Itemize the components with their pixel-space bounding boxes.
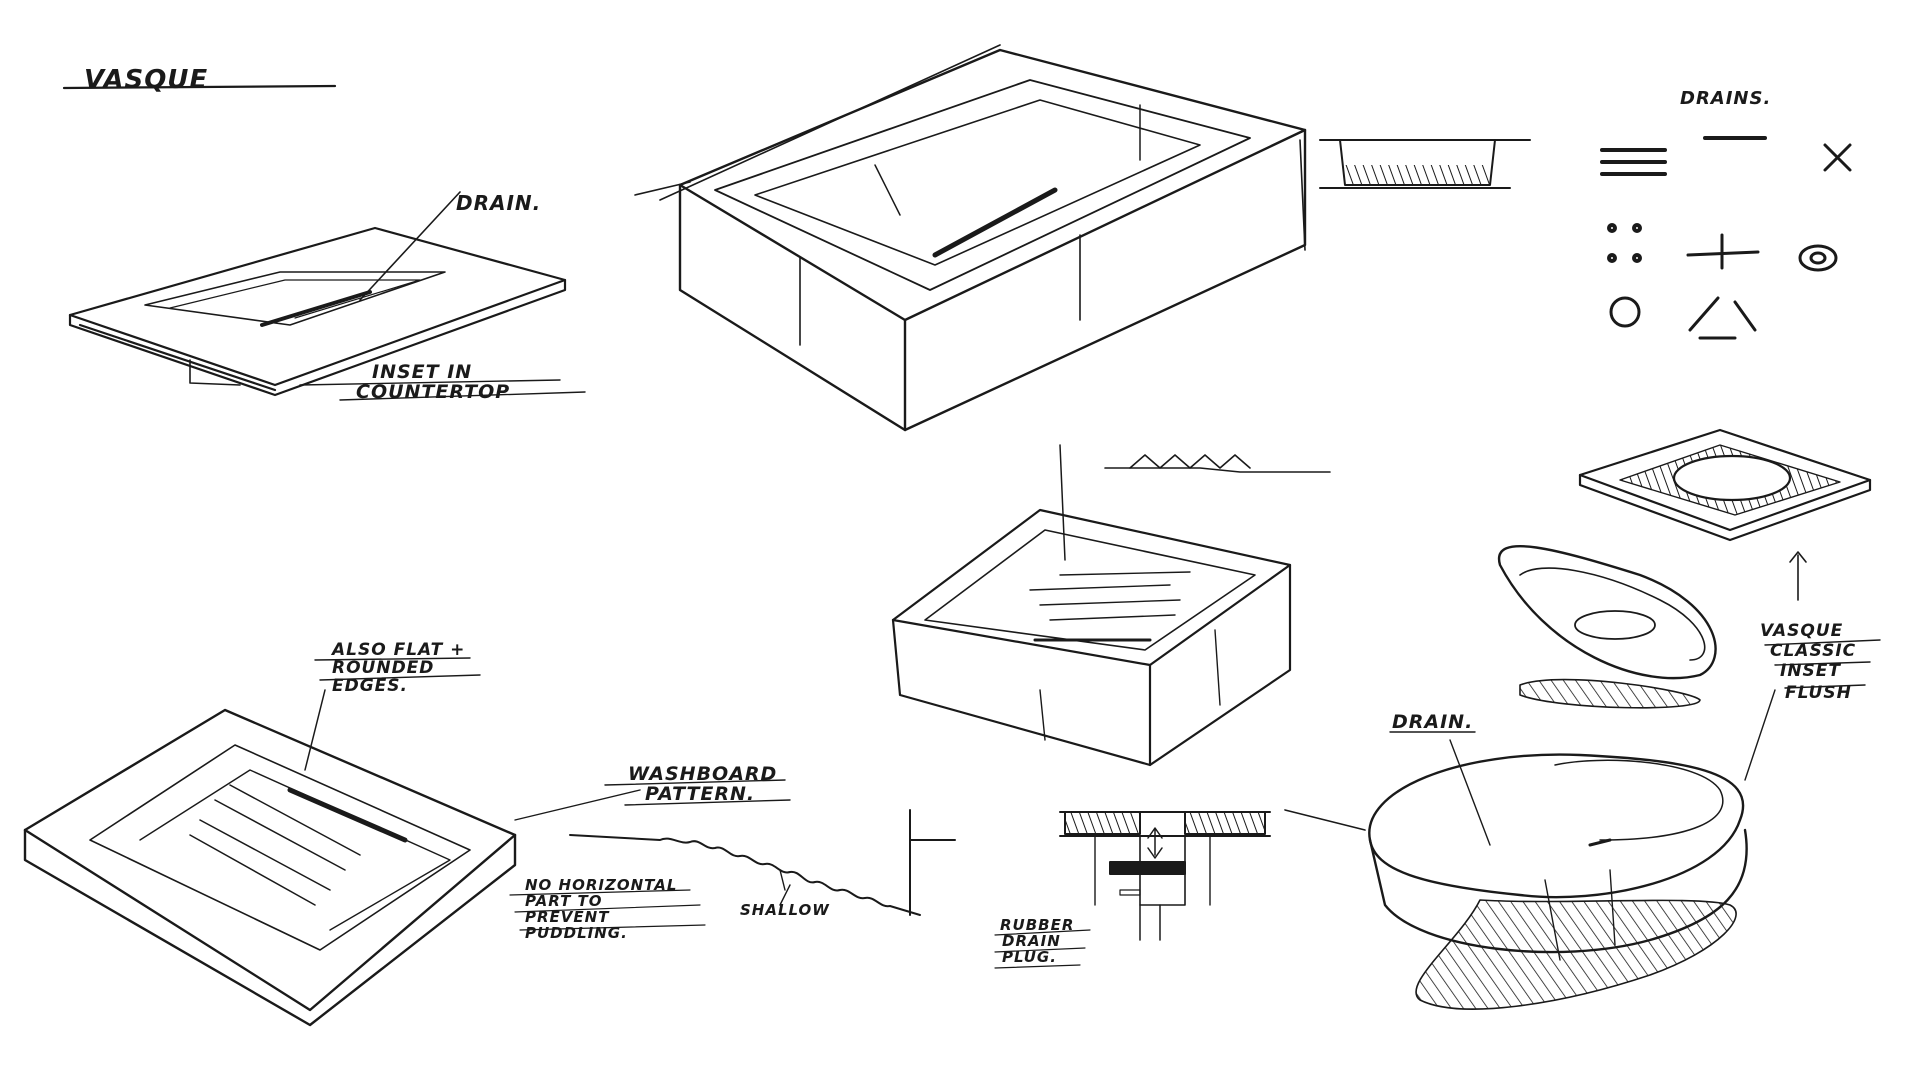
rubber-label-2: DRAIN bbox=[1002, 932, 1061, 950]
no-horizontal-label-4: PUDDLING. bbox=[525, 924, 628, 942]
shallow-label: SHALLOW bbox=[740, 901, 830, 919]
also-flat-label-1: ALSO FLAT + bbox=[330, 640, 465, 660]
drain-plug-section: RUBBER DRAIN PLUG. bbox=[994, 811, 1271, 969]
square-washboard-vasque-sketch bbox=[891, 444, 1331, 767]
drain-label-top: DRAIN. bbox=[456, 191, 541, 215]
oval-vasque-large-sketch: DRAIN. bbox=[1284, 711, 1748, 1010]
title-underline bbox=[62, 84, 337, 90]
large-rect-vasque-sketch bbox=[634, 44, 1307, 432]
classic-label-1: VASQUE bbox=[1760, 621, 1843, 641]
title-block: VASQUE bbox=[62, 65, 337, 95]
classic-label-2: CLASSIC bbox=[1770, 641, 1856, 661]
drains-heading: DRAINS. bbox=[1680, 88, 1771, 109]
washboard-profile-sketch: NO HORIZONTAL PART TO PREVENT PUDDLING. … bbox=[509, 809, 956, 942]
no-horizontal-label-3: PREVENT bbox=[525, 908, 610, 926]
profile-section bbox=[1319, 139, 1531, 189]
rubber-label-1: RUBBER bbox=[1000, 916, 1074, 934]
no-horizontal-label-2: PART TO bbox=[525, 892, 603, 910]
washboard-label-1: WASHBOARD bbox=[628, 763, 777, 785]
no-horizontal-label-1: NO HORIZONTAL bbox=[525, 876, 677, 894]
drain-label-oval: DRAIN. bbox=[1392, 711, 1473, 733]
oval-bowl-small-sketch: VASQUE CLASSIC INSET FLUSH bbox=[1497, 545, 1881, 781]
rubber-label-3: PLUG. bbox=[1002, 948, 1057, 966]
drain-options: DRAINS. bbox=[1600, 88, 1852, 340]
also-flat-label-2: ROUNDED bbox=[332, 658, 434, 678]
oval-countertop-sketch bbox=[1578, 428, 1872, 601]
also-flat-label-3: EDGES. bbox=[332, 676, 408, 696]
inset-label-2: COUNTERTOP bbox=[356, 381, 510, 403]
washboard-vasque-large-sketch: ALSO FLAT + ROUNDED EDGES. WASHBOARD PAT… bbox=[23, 640, 791, 1027]
title-label: VASQUE bbox=[84, 65, 208, 95]
inset-label-1: INSET IN bbox=[372, 361, 472, 383]
washboard-label-2: PATTERN. bbox=[645, 783, 755, 805]
classic-label-3: INSET bbox=[1780, 661, 1841, 681]
inset-countertop-sketch: DRAIN. INSET IN COUNTERTOP bbox=[68, 191, 586, 403]
